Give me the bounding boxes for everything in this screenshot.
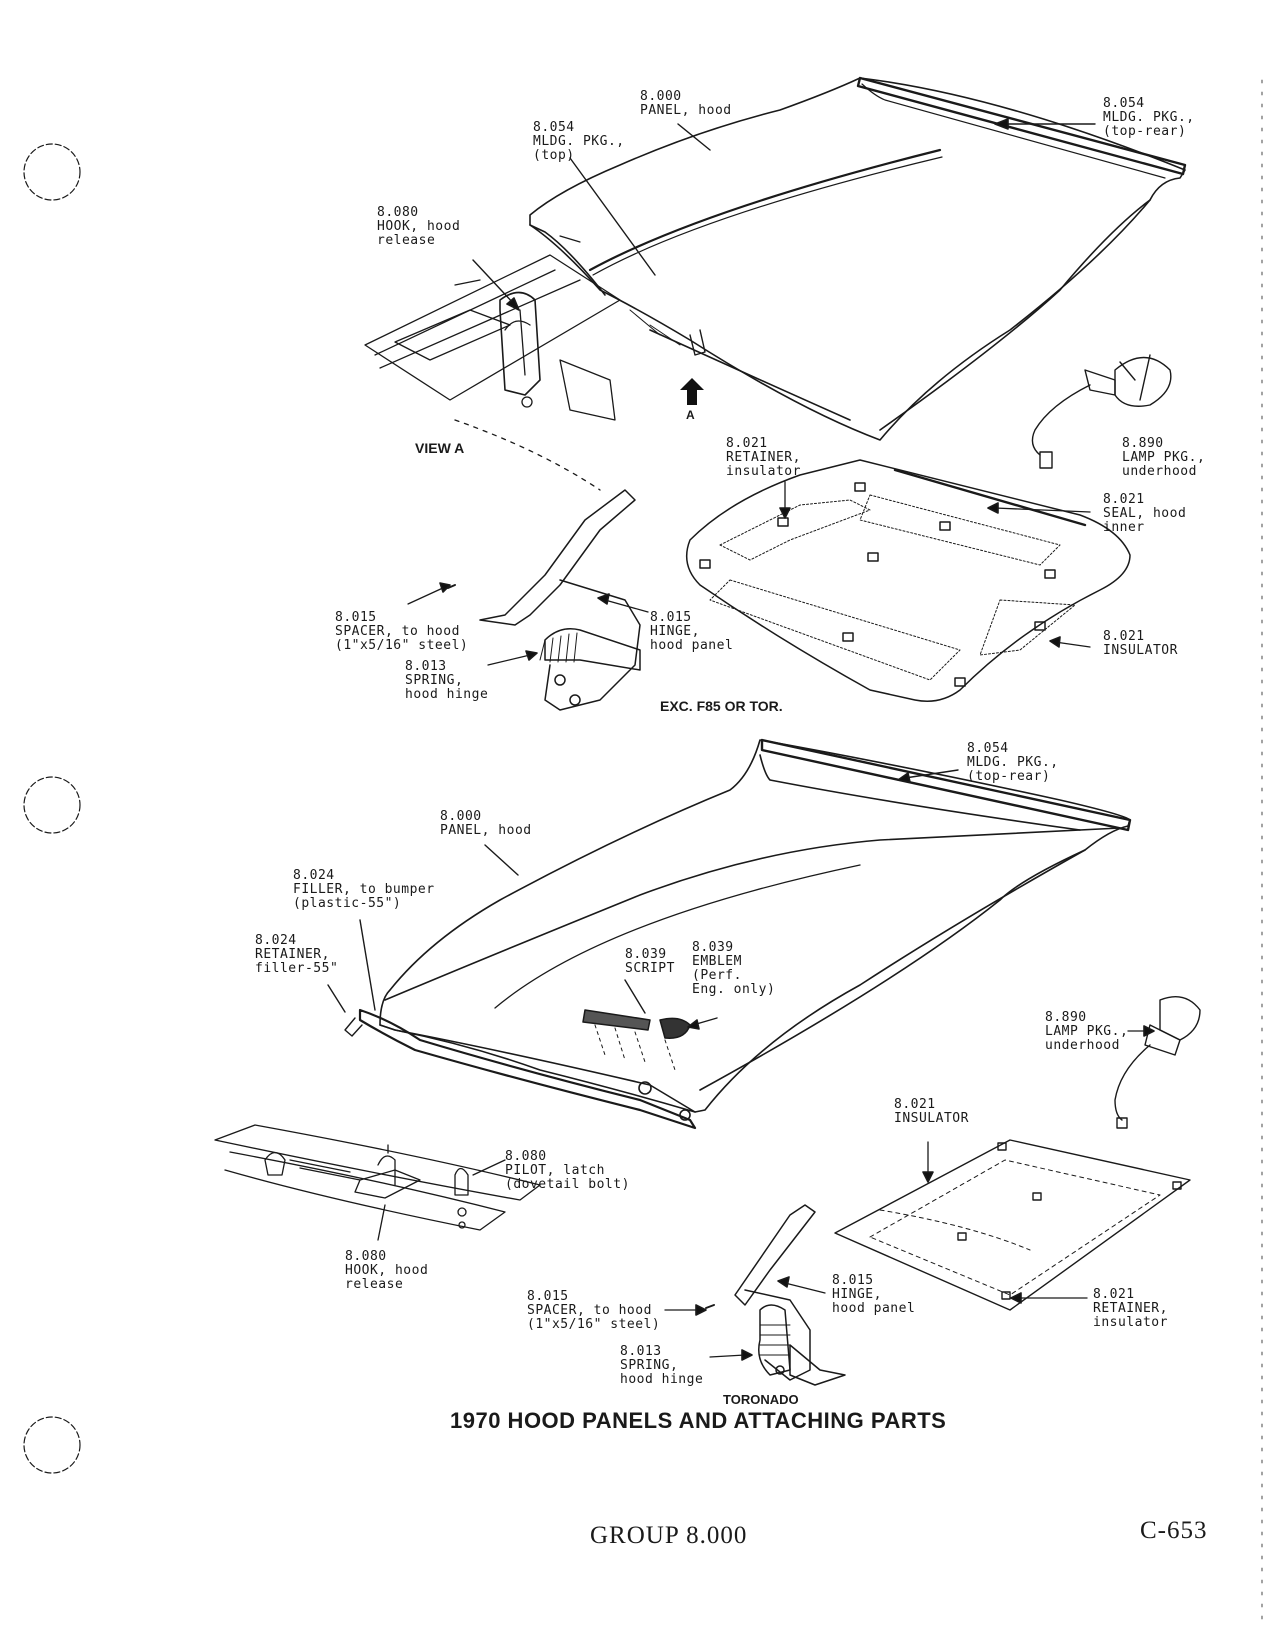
lamp-package-lower	[1114, 996, 1201, 1129]
lamp-package-upper	[1031, 354, 1172, 469]
binder-hole-top	[23, 143, 81, 201]
view-a-detail	[364, 254, 621, 491]
view-a-caption: VIEW A	[415, 440, 465, 456]
upper-section-caption: EXC. F85 OR TOR.	[660, 698, 783, 714]
lower-hood-panel	[344, 738, 1132, 1130]
binder-hole-bottom	[23, 1416, 81, 1474]
view-a-arrow-letter: A	[686, 408, 695, 422]
lower-section-caption: TORONADO	[723, 1392, 799, 1407]
upper-hood-panel	[529, 76, 1187, 441]
script-and-emblem	[582, 1009, 691, 1071]
insulator-upper	[685, 459, 1131, 702]
page-title: 1970 HOOD PANELS AND ATTACHING PARTS	[450, 1408, 947, 1433]
hinge-lower	[734, 1204, 846, 1386]
binder-hole-middle	[23, 776, 81, 834]
page-number: C-653	[1140, 1517, 1208, 1544]
latch-lower	[214, 1124, 541, 1231]
group-number: GROUP 8.000	[590, 1522, 748, 1549]
insulator-lower	[834, 1139, 1191, 1311]
view-a-arrow	[680, 378, 704, 405]
hinge-upper	[479, 489, 641, 711]
